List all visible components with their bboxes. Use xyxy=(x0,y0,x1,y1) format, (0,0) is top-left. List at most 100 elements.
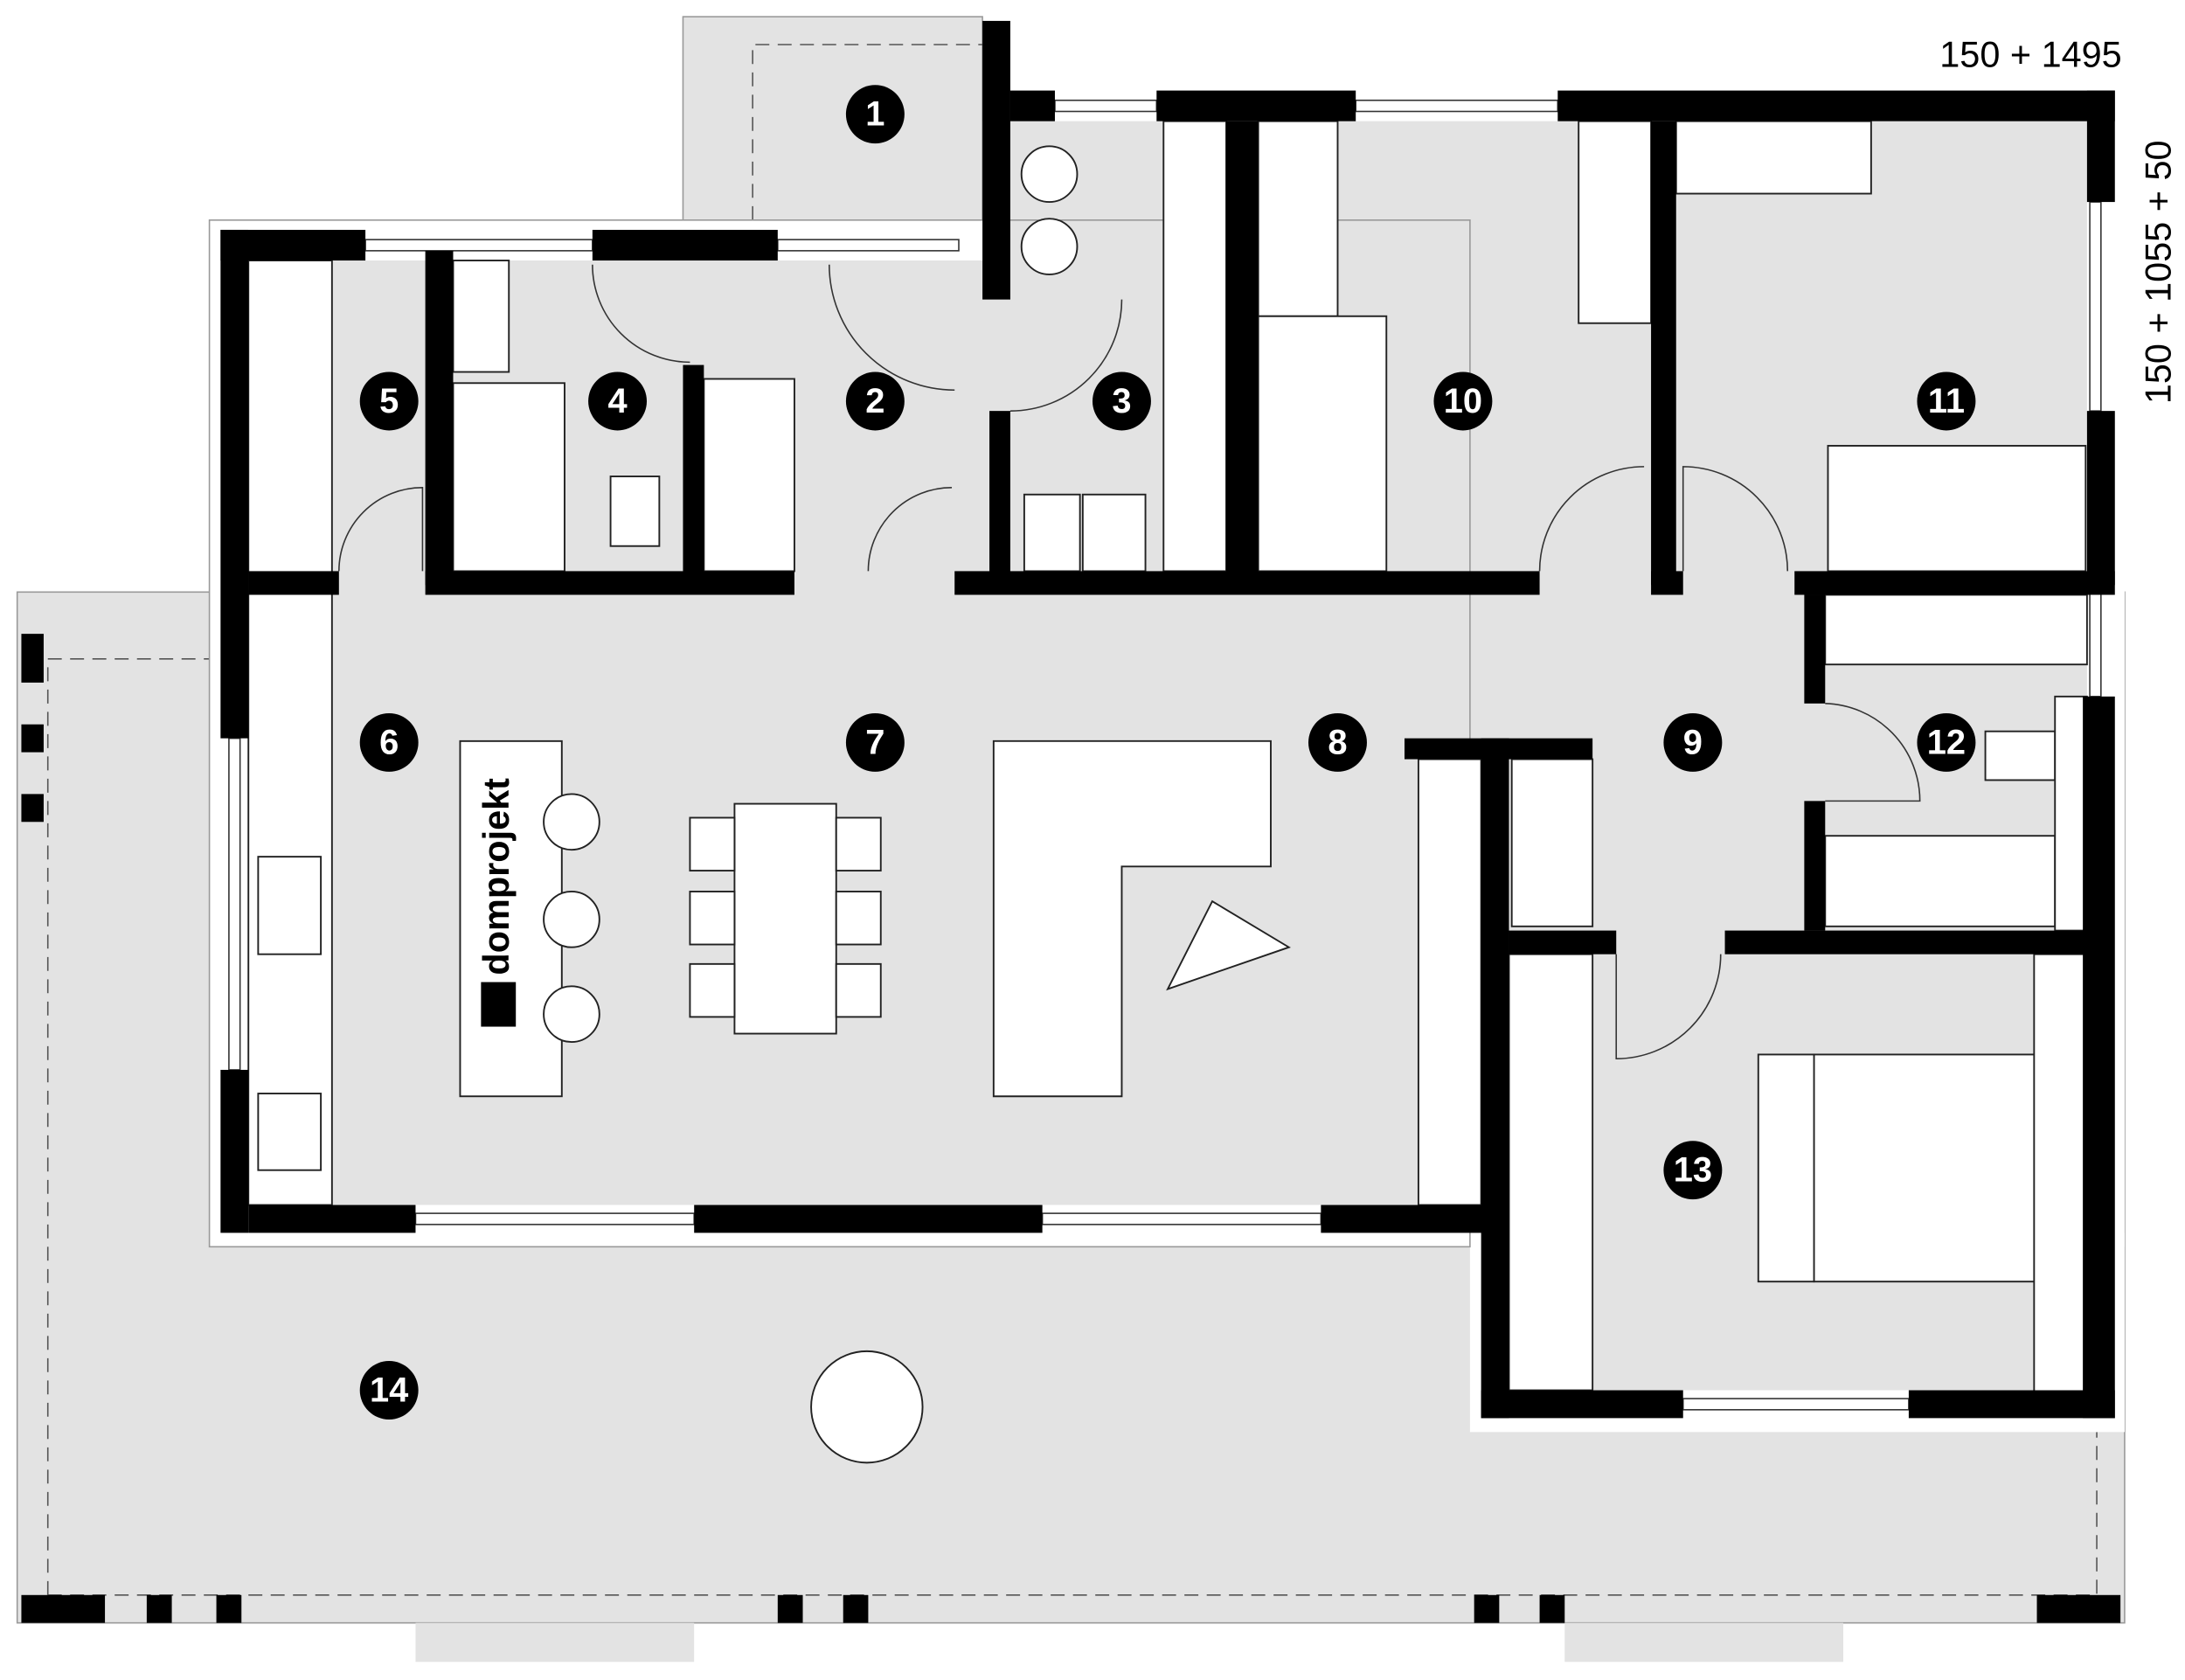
wall-segment xyxy=(982,20,1010,300)
room-number: 10 xyxy=(1444,382,1482,420)
room-number: 3 xyxy=(1112,382,1131,420)
room-label-14: 14 xyxy=(359,1361,419,1420)
stool xyxy=(543,985,600,1044)
furniture-piece xyxy=(257,856,323,955)
room-number: 12 xyxy=(1927,723,1966,761)
wall-segment xyxy=(1794,571,2115,595)
window xyxy=(2089,201,2102,412)
furniture-piece xyxy=(733,802,837,1035)
room-number-badge xyxy=(1433,371,1493,431)
stool xyxy=(543,891,600,948)
room-label-4: 4 xyxy=(588,371,648,431)
wall-segment xyxy=(1557,90,2115,121)
furniture-piece xyxy=(835,962,882,1018)
furniture-piece xyxy=(1081,493,1147,573)
room-number-badge xyxy=(1917,712,1976,772)
room-number-badge xyxy=(359,1361,419,1420)
window xyxy=(414,1212,695,1225)
dimension-depth: 150 + 1055 + 50 xyxy=(2138,140,2179,404)
wall-segment xyxy=(220,229,249,739)
room-number-badge xyxy=(845,371,905,431)
wall-segment xyxy=(1321,1204,1509,1233)
wall-segment xyxy=(220,1069,249,1233)
furniture-piece xyxy=(689,816,736,872)
room-label-7: 7 xyxy=(845,712,905,772)
furniture-piece xyxy=(1578,120,1653,324)
room-number: 6 xyxy=(379,723,399,761)
room-number-badge xyxy=(588,371,648,431)
wall-segment xyxy=(1804,594,1826,704)
furniture-piece xyxy=(452,260,510,373)
room-label-10: 10 xyxy=(1433,371,1493,431)
furniture-piece xyxy=(609,476,661,547)
window xyxy=(2089,584,2102,698)
wall-segment xyxy=(1481,738,1509,1419)
furniture-piece xyxy=(1257,120,1339,317)
furniture-piece xyxy=(1824,594,2088,666)
wall-segment xyxy=(2083,696,2115,1419)
sofa xyxy=(992,739,1272,1098)
window xyxy=(364,239,593,252)
furniture-piece xyxy=(1827,445,2087,573)
coffee-table xyxy=(1166,899,1291,991)
stool xyxy=(543,793,600,851)
room-number: 13 xyxy=(1674,1151,1712,1190)
furniture-piece xyxy=(452,382,565,573)
wall-segment xyxy=(1156,90,1356,121)
room-number-badge xyxy=(1663,712,1723,772)
room-number-badge xyxy=(845,85,905,144)
furniture-piece xyxy=(1162,120,1227,573)
window xyxy=(1682,1398,1910,1411)
dimension-width: 150 + 1495 xyxy=(1939,33,2121,74)
furniture xyxy=(247,120,2088,1464)
window xyxy=(777,239,960,252)
room-label-5: 5 xyxy=(359,371,419,431)
wall-segment xyxy=(425,250,454,586)
furniture-piece xyxy=(1984,730,2057,781)
room-label-2: 2 xyxy=(845,371,905,431)
wall-segment xyxy=(989,411,1010,586)
room-label-11: 11 xyxy=(1917,371,1976,431)
room-number-badge xyxy=(845,712,905,772)
room-number-badge xyxy=(1663,1141,1723,1200)
room-number-badge xyxy=(359,371,419,431)
room-number: 14 xyxy=(370,1371,408,1410)
room-label-8: 8 xyxy=(1308,712,1367,772)
room-number: 1 xyxy=(865,95,884,134)
wall-segment xyxy=(21,634,44,683)
wall-segment xyxy=(1651,121,1676,586)
room-number-badge xyxy=(1917,371,1976,431)
furniture-piece xyxy=(689,891,736,946)
wall-segment xyxy=(425,571,794,595)
wall-segment xyxy=(1009,90,1055,121)
room-number-badge xyxy=(1308,712,1367,772)
furniture-piece xyxy=(1813,1053,2073,1283)
wall-segment xyxy=(146,1594,172,1623)
wall-segment xyxy=(694,1204,1043,1233)
furniture-piece xyxy=(1023,493,1081,573)
furniture-piece xyxy=(247,260,333,1206)
wall-segment xyxy=(21,1594,106,1623)
room-label-6: 6 xyxy=(359,712,419,772)
wall-segment xyxy=(220,229,366,261)
room-number-badge xyxy=(359,712,419,772)
room-label-3: 3 xyxy=(1092,371,1151,431)
wall-segment xyxy=(1804,801,1826,931)
wall-segment xyxy=(1724,930,2087,955)
wall-segment xyxy=(21,794,44,823)
domprojekt-logo: domprojekt xyxy=(475,778,517,1027)
window xyxy=(1041,1212,1322,1225)
furniture-piece xyxy=(835,816,882,872)
wall-segment xyxy=(2086,411,2115,586)
room-label-13: 13 xyxy=(1663,1141,1723,1200)
walls xyxy=(21,20,2121,1623)
furniture-piece xyxy=(1417,758,1482,1206)
wall-segment xyxy=(248,571,339,595)
wall-segment xyxy=(1908,1390,2115,1419)
room-label-9: 9 xyxy=(1663,712,1723,772)
wall-segment xyxy=(1481,1390,1683,1419)
room-number-badge xyxy=(1092,371,1151,431)
wall-segment xyxy=(1509,930,1617,955)
room-label-1: 1 xyxy=(845,85,905,144)
wall-segment xyxy=(777,1594,803,1623)
